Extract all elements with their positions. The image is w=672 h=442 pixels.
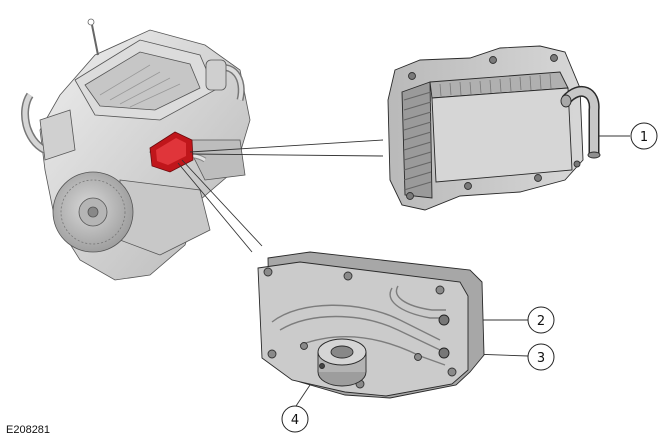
figure-reference-id: E208281 <box>6 424 51 436</box>
svg-text:4: 4 <box>291 413 299 428</box>
svg-text:2: 2 <box>537 314 545 329</box>
oil-cooler-lower <box>257 251 485 399</box>
engine-assembly <box>21 18 251 281</box>
svg-text:3: 3 <box>537 351 545 366</box>
oil-cooler-location-highlight <box>149 131 194 173</box>
callout-2: 2 <box>527 306 555 334</box>
leader-lines <box>177 135 630 407</box>
callout-1: 1 <box>630 122 658 150</box>
callout-4: 4 <box>281 405 309 433</box>
svg-text:1: 1 <box>640 130 648 145</box>
oil-cooler-upper <box>387 45 601 211</box>
callout-3: 3 <box>527 343 555 371</box>
